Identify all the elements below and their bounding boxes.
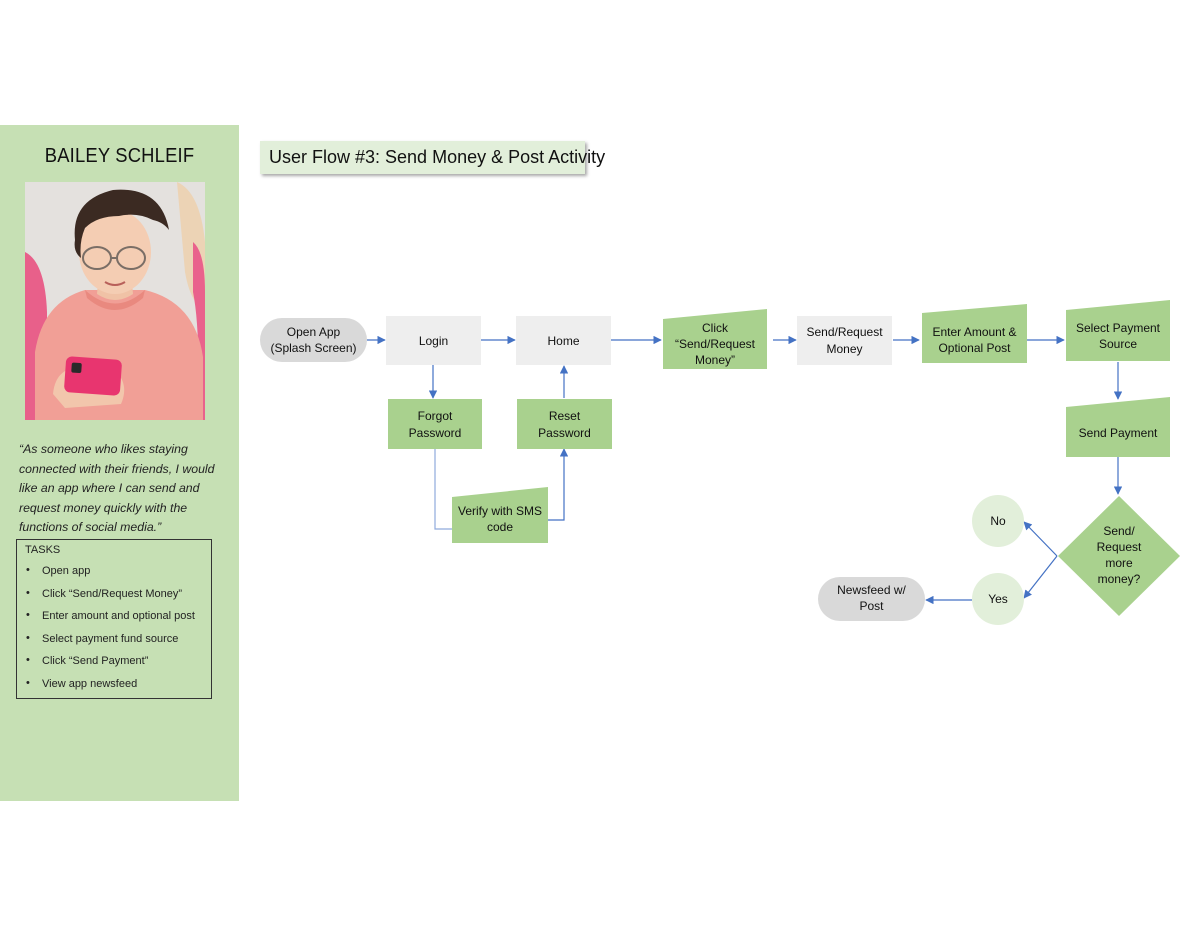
node-click-send-request: Click “Send/Request Money”	[663, 309, 767, 369]
node-open-app: Open App (Splash Screen)	[260, 318, 367, 362]
node-decision-line1: Send/	[1103, 524, 1135, 538]
node-home: Home	[516, 316, 611, 365]
persona-panel: BAILEY SCHLEIF	[0, 125, 239, 801]
node-yes-label: Yes	[988, 592, 1008, 606]
node-open-app-line1: Open App	[287, 325, 341, 339]
node-click-line1: Click	[702, 321, 729, 335]
flow-title-box: User Flow #3: Send Money & Post Activity	[260, 141, 605, 174]
persona-photo	[25, 182, 205, 420]
node-newsfeed-line1: Newsfeed w/	[837, 583, 906, 597]
connectors	[367, 335, 1123, 605]
line-forgot-to-verify	[434, 449, 452, 530]
node-enter-line2: Optional Post	[938, 341, 1011, 355]
task-item: Enter amount and optional post	[17, 609, 195, 633]
node-send-request-line1: Send/Request	[806, 325, 883, 339]
node-click-line3: Money”	[695, 353, 735, 367]
tasks-title: TASKS	[25, 544, 61, 556]
persona-name: BAILEY SCHLEIF	[44, 145, 195, 167]
tasks-box: TASKS Open app Click “Send/Request Money…	[16, 539, 212, 699]
node-send-request-money: Send/Request Money	[797, 316, 892, 365]
node-no-label: No	[990, 514, 1006, 528]
node-send-payment-label: Send Payment	[1079, 426, 1158, 440]
node-forgot-line2: Password	[409, 426, 462, 440]
arrow-decision-to-no	[1023, 521, 1058, 557]
task-item: Click “Send Payment”	[17, 654, 195, 678]
task-item: Open app	[17, 564, 195, 588]
node-reset-line2: Password	[538, 426, 591, 440]
node-select-line1: Select Payment	[1076, 321, 1161, 335]
node-enter-amount: Enter Amount & Optional Post	[922, 304, 1027, 363]
node-decision: Send/ Request more money?	[1058, 496, 1180, 616]
node-yes: Yes	[972, 573, 1024, 625]
persona-quote: “As someone who likes staying connected …	[19, 442, 215, 534]
node-decision-line3: more	[1105, 556, 1133, 570]
arrow-verify-to-reset	[548, 448, 569, 521]
node-reset-password: Reset Password	[517, 399, 612, 449]
node-select-payment-source: Select Payment Source	[1066, 300, 1170, 361]
node-login-label: Login	[419, 334, 448, 348]
node-select-line2: Source	[1099, 337, 1137, 351]
node-send-payment: Send Payment	[1066, 397, 1170, 457]
persona-photo-illustration	[25, 182, 205, 420]
task-item: Select payment fund source	[17, 632, 195, 656]
node-newsfeed: Newsfeed w/ Post	[818, 577, 925, 621]
node-click-line2: “Send/Request	[675, 337, 756, 351]
node-verify-line2: code	[487, 520, 513, 534]
tasks-list: Open app Click “Send/Request Money” Ente…	[17, 564, 195, 701]
node-forgot-line1: Forgot	[418, 409, 453, 423]
node-enter-line1: Enter Amount &	[932, 325, 1016, 339]
node-home-label: Home	[547, 334, 579, 348]
node-no: No	[972, 495, 1024, 547]
node-login: Login	[386, 316, 481, 365]
node-decision-line4: money?	[1098, 572, 1141, 586]
task-item: Click “Send/Request Money”	[17, 587, 195, 611]
node-decision-line2: Request	[1097, 540, 1142, 554]
node-verify-line1: Verify with SMS	[458, 504, 542, 518]
node-open-app-line2: (Splash Screen)	[270, 341, 356, 355]
flow-title: User Flow #3: Send Money & Post Activity	[269, 147, 606, 167]
node-reset-line1: Reset	[549, 409, 581, 423]
task-item: View app newsfeed	[17, 677, 195, 701]
node-send-request-line2: Money	[826, 342, 862, 356]
node-forgot-password: Forgot Password	[388, 399, 482, 449]
node-verify-sms: Verify with SMS code	[452, 487, 548, 543]
arrow-decision-to-yes	[1023, 555, 1058, 599]
node-newsfeed-line2: Post	[859, 599, 884, 613]
